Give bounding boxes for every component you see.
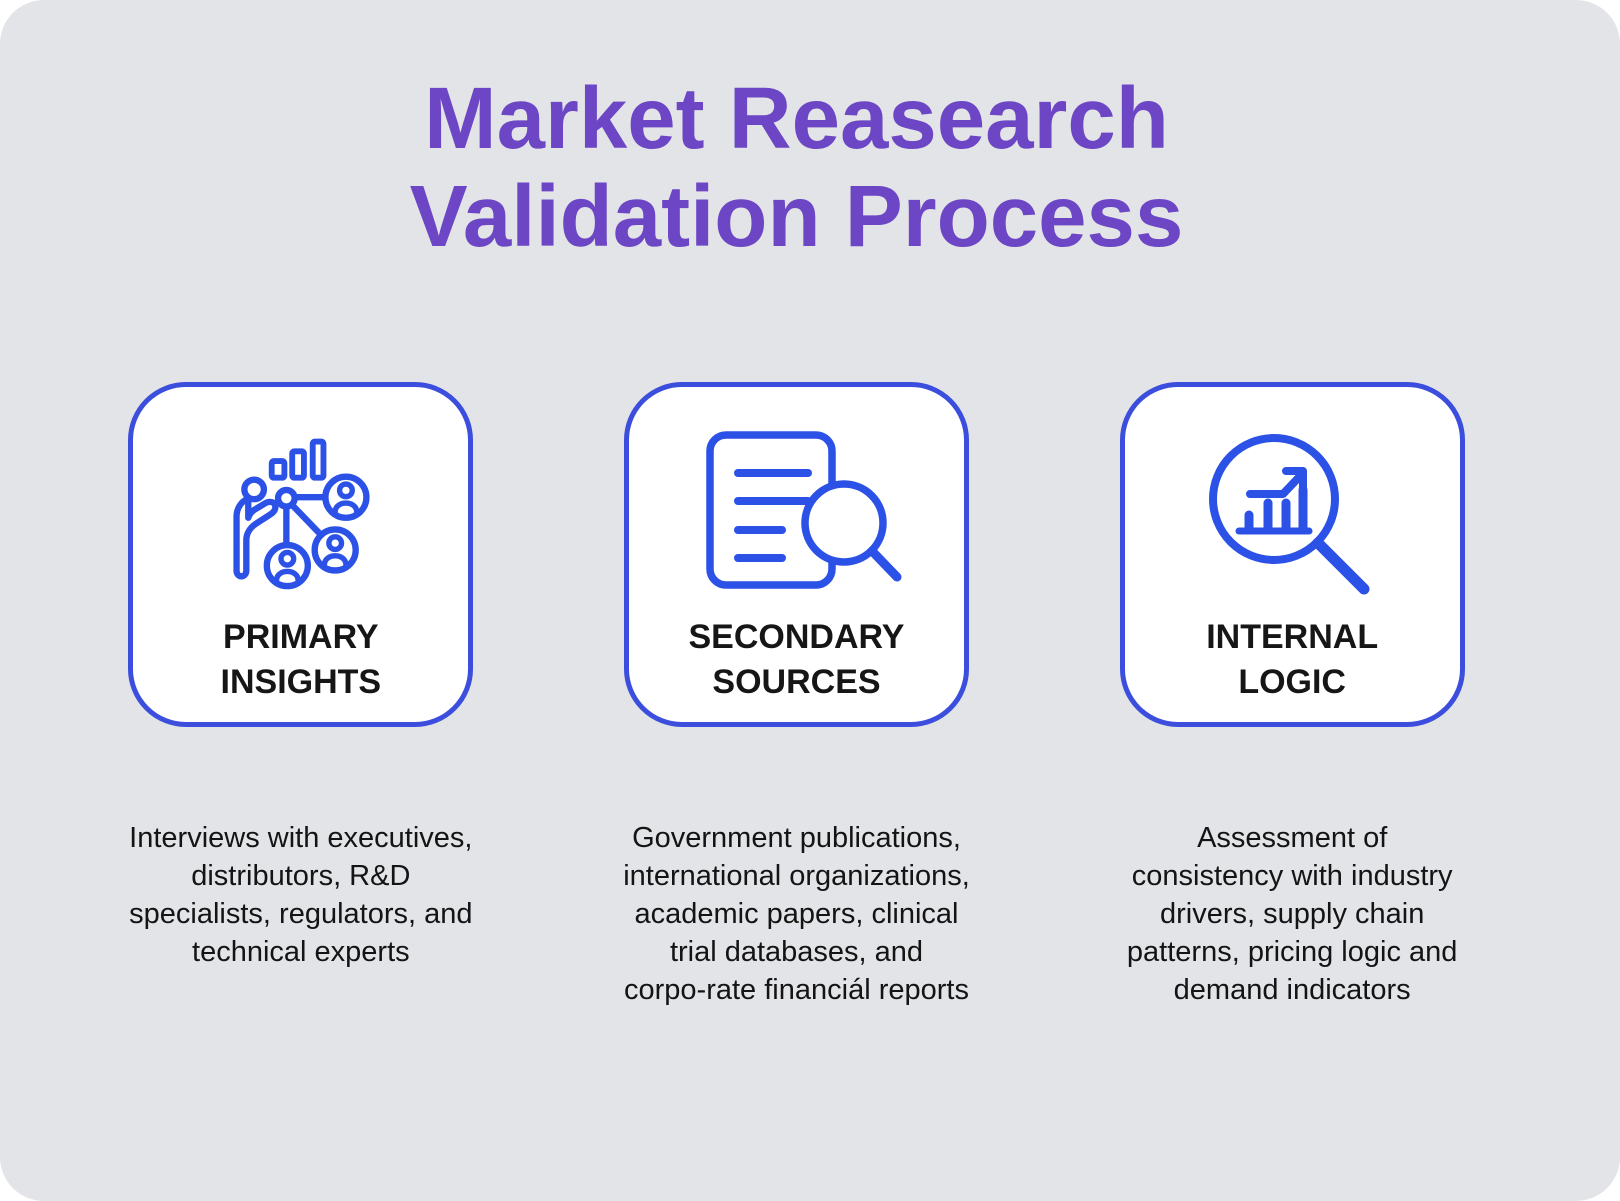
people-network-chart-icon: [233, 438, 370, 589]
card-secondary-sources: SECONDARY SOURCES: [624, 381, 969, 727]
card-label: INTERNAL LOGIC: [1206, 617, 1379, 701]
magnifier-growth-chart-icon: [1209, 433, 1370, 595]
card-label: SECONDARY SOURCES: [688, 617, 905, 701]
card-icon-area: [218, 421, 384, 593]
card-primary-insights: PRIMARY INSIGHTS: [128, 381, 474, 727]
card-icon-area: [1207, 421, 1377, 595]
card-label: PRIMARY INSIGHTS: [220, 617, 382, 701]
card-internal-logic: INTERNAL LOGIC: [1119, 381, 1465, 727]
document-search-icon: [705, 431, 901, 589]
card-icon-area: [692, 421, 902, 593]
card-description: Assessment of consistency with industry …: [1126, 821, 1458, 1006]
column-primary-insights: PRIMARY INSIGHTS Interviews with executi…: [53, 381, 549, 1009]
page-title: Market Reasearch Validation Process: [409, 70, 1184, 266]
column-secondary-sources: SECONDARY SOURCES Government publication…: [549, 381, 1045, 1009]
cards-row: PRIMARY INSIGHTS Interviews with executi…: [53, 381, 1540, 1009]
card-description: Government publications, international o…: [623, 821, 970, 1006]
card-description: Interviews with executives, distributors…: [129, 821, 473, 968]
column-internal-logic: INTERNAL LOGIC Assessment of consistency…: [1044, 381, 1540, 1009]
content-area: Market Reasearch Validation Process: [53, 0, 1540, 1009]
